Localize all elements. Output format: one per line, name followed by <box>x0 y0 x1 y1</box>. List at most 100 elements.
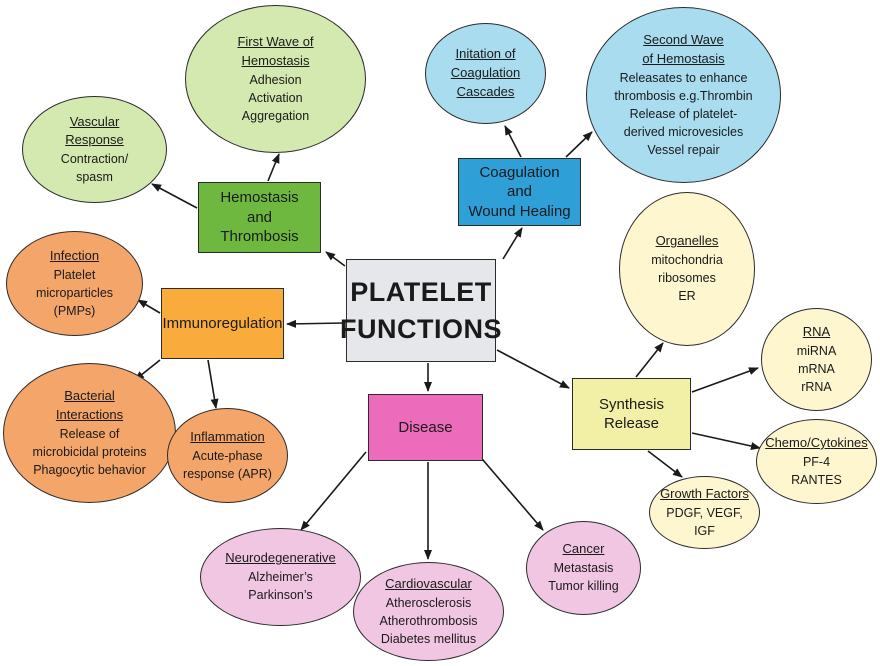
coagulation-label-line: Coagulation <box>479 163 560 181</box>
disease-to-cancer-arrow <box>476 452 544 531</box>
chemo-item: RANTES <box>791 472 842 487</box>
hemostasis-label-line: and <box>246 208 273 226</box>
cancer-item: Tumor killing <box>548 579 619 594</box>
organelles-item: ribosomes <box>658 271 716 286</box>
infection-item: microparticles <box>35 285 114 300</box>
vascular-item: spasm <box>76 170 113 185</box>
center-to-coagulation-arrow <box>502 227 523 260</box>
center-label-line: FUNCTIONS <box>340 313 502 344</box>
bacterial-item: Release of <box>59 426 120 441</box>
neuro-title: Neurodegenerative <box>225 550 336 566</box>
center-node: PLATELET FUNCTIONS <box>340 259 502 362</box>
hemostasis-to-first-wave-arrow <box>267 153 280 182</box>
inflammation-item: response (APR) <box>183 466 272 481</box>
immunoregulation-box: Immunoregulation <box>161 288 284 359</box>
immunoregulation-label-line: Immunoregulation <box>162 314 283 332</box>
bacterial-title: Interactions <box>55 406 124 422</box>
cardio-title: Cardiovascular <box>385 575 472 591</box>
bacterial-item: microbicidal proteins <box>32 444 147 459</box>
disease-box: Disease <box>368 394 483 461</box>
coagulation-to-initiation-arrow <box>504 125 522 158</box>
second-wave-title: Second Wave <box>643 31 724 47</box>
infection-title: Infection <box>49 247 100 263</box>
bacterial-title: Bacterial <box>64 387 115 403</box>
center-to-immunoregulation-arrow <box>286 319 346 328</box>
center-to-synthesis-arrow <box>496 349 570 389</box>
bacterial-item: Phagocytic behavior <box>33 462 146 477</box>
coagulation-label-line: and <box>506 183 533 201</box>
neuro-item: Parkinson’s <box>248 588 313 603</box>
cardio-item: Atherosclerosis <box>385 595 472 610</box>
vascular-title: Vascular <box>69 113 120 129</box>
synthesis-label-line: Release <box>603 415 660 432</box>
hemostasis-label-line: Hemostasis <box>220 189 299 207</box>
synthesis-to-growth-arrow <box>647 450 683 478</box>
initiation-title: Initation of <box>455 46 516 62</box>
coagulation-to-second-wave-arrow <box>565 131 593 158</box>
first-wave-item: Aggregation <box>241 108 310 123</box>
disease-to-neuro-arrow <box>300 451 367 531</box>
organelles-item: ER <box>678 289 696 304</box>
second-wave-item: Releasates to enhance <box>619 70 748 85</box>
second-wave-item: thrombosis e.g.Thrombin <box>614 88 753 103</box>
initiation-title: Coagulation <box>450 65 521 81</box>
synthesis-to-chemo-arrow <box>691 432 761 450</box>
chemo-title: Chemo/Cytokines <box>765 434 868 450</box>
rna-item: mRNA <box>798 361 835 376</box>
first-wave-item: Adhesion <box>249 72 302 87</box>
first-wave-item: Activation <box>248 90 303 105</box>
synthesis-to-rna-arrow <box>691 367 759 393</box>
second-wave-item: Release of platelet- <box>629 106 738 121</box>
second-wave-item: Vessel repair <box>647 143 720 158</box>
cardio-item: Atherothrombosis <box>379 613 478 628</box>
neuro-item: Alzheimer’s <box>248 570 313 585</box>
synthesis-label-line: Synthesis <box>598 395 665 413</box>
growth-title: Growth Factors <box>660 485 749 501</box>
first-wave-title: Hemostasis <box>241 52 310 68</box>
immuno-to-inflammation-arrow <box>207 359 219 409</box>
center-label-line: PLATELET <box>350 277 492 308</box>
inflammation-title: Inflammation <box>190 428 265 444</box>
coagulation-label-line: Wound Healing <box>468 202 571 220</box>
rna-item: miRNA <box>796 343 837 358</box>
hemostasis-to-vascular-arrow <box>151 183 198 209</box>
infection-item: Platelet <box>53 267 96 282</box>
growth-item: PDGF, VEGF, <box>666 505 743 520</box>
growth-item: IGF <box>694 523 715 538</box>
cancer-title: Cancer <box>562 541 605 557</box>
vascular-title: Response <box>65 132 124 148</box>
cancer-item: Metastasis <box>553 561 614 576</box>
organelles-item: mitochondria <box>651 253 723 268</box>
rna-item: rRNA <box>801 379 832 394</box>
vascular-item: Contraction/ <box>60 152 129 167</box>
first-wave-title: First Wave of <box>237 33 314 49</box>
rna-node: RNA miRNA mRNA rRNA <box>761 308 872 411</box>
second-wave-title: of Hemostasis <box>642 50 725 66</box>
chemo-item: PF-4 <box>802 454 831 469</box>
infection-item: (PMPs) <box>53 303 96 318</box>
inflammation-item: Acute-phase <box>192 448 263 463</box>
organelles-title: Organelles <box>655 233 719 249</box>
disease-label-line: Disease <box>398 418 453 436</box>
rna-title: RNA <box>802 323 831 339</box>
cardio-item: Diabetes mellitus <box>380 631 477 646</box>
center-to-hemostasis-arrow <box>325 251 346 267</box>
